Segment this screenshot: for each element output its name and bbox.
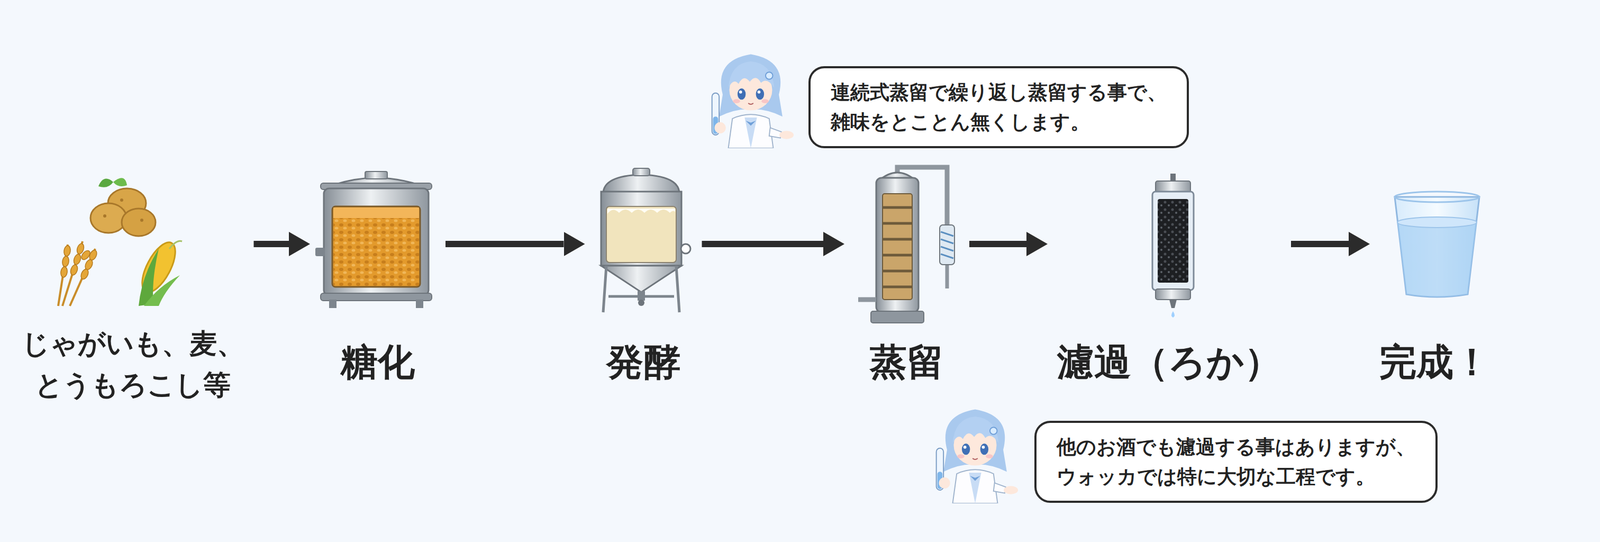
guide-character [712,53,794,149]
fermentation-tank [601,168,691,313]
text-line: 発酵 [594,341,693,383]
icon-space [319,164,436,342]
icon-space [594,164,693,342]
text-line: 連続式蒸留で繰り返し蒸留する事で、 [830,77,1167,108]
icon-space [1391,164,1479,342]
process-step: じゃがいも、麦、 とうもろこし等 [12,164,254,406]
icon-space [853,164,960,342]
callout-text: 連続式蒸留で繰り返し蒸留する事で、 雑味をとことん無くします。 [830,77,1167,137]
text-line: 蒸留 [853,341,960,383]
guide-character [936,408,1018,504]
speech-bubble: 連続式蒸留で繰り返し蒸留する事で、 雑味をとことん無くします。 [808,66,1189,149]
text-line: じゃがいも、麦、 [21,322,245,365]
text-line: とうもろこし等 [21,364,245,406]
charcoal-filter [1152,173,1194,318]
flow-arrow [445,240,565,248]
icon-space [66,164,199,323]
text-line: 完成！ [1379,341,1491,383]
step-label: 糖化 [319,341,436,383]
step-label: 発酵 [594,341,693,383]
process-step: 濾過（ろか） [1047,164,1292,383]
speech-bubble: 他のお酒でも濾過する事はありますが、 ウォッカでは特に大切な工程です。 [1034,420,1438,503]
step-label: 濾過（ろか） [1057,341,1282,383]
distillation-column [858,167,955,323]
callout-text: 他のお酒でも濾過する事はありますが、 ウォッカでは特に大切な工程です。 [1056,432,1416,492]
ingredients-illustration [58,177,183,306]
flow-arrow [969,240,1027,248]
process-step: 完成！ [1369,164,1500,383]
text-line: 糖化 [319,341,436,383]
text-line: ウォッカでは特に大切な工程です。 [1056,461,1416,492]
step-label: 完成！ [1379,341,1491,383]
step-label: 蒸留 [853,341,960,383]
text-line: 雑味をとことん無くします。 [830,107,1167,138]
step-label: じゃがいも、麦、 とうもろこし等 [21,322,245,406]
process-step: 蒸留 [844,164,970,383]
text-line: 濾過（ろか） [1057,341,1282,383]
process-step: 発酵 [585,164,703,383]
process-step: 糖化 [310,164,446,383]
flow-arrow [1291,240,1349,248]
water-glass [1394,191,1480,297]
icon-space [1144,164,1195,342]
saccharification-tank [315,171,432,308]
text-line: 他のお酒でも濾過する事はありますが、 [1056,432,1416,462]
flow-arrow [253,240,290,248]
flow-arrow [702,240,824,248]
